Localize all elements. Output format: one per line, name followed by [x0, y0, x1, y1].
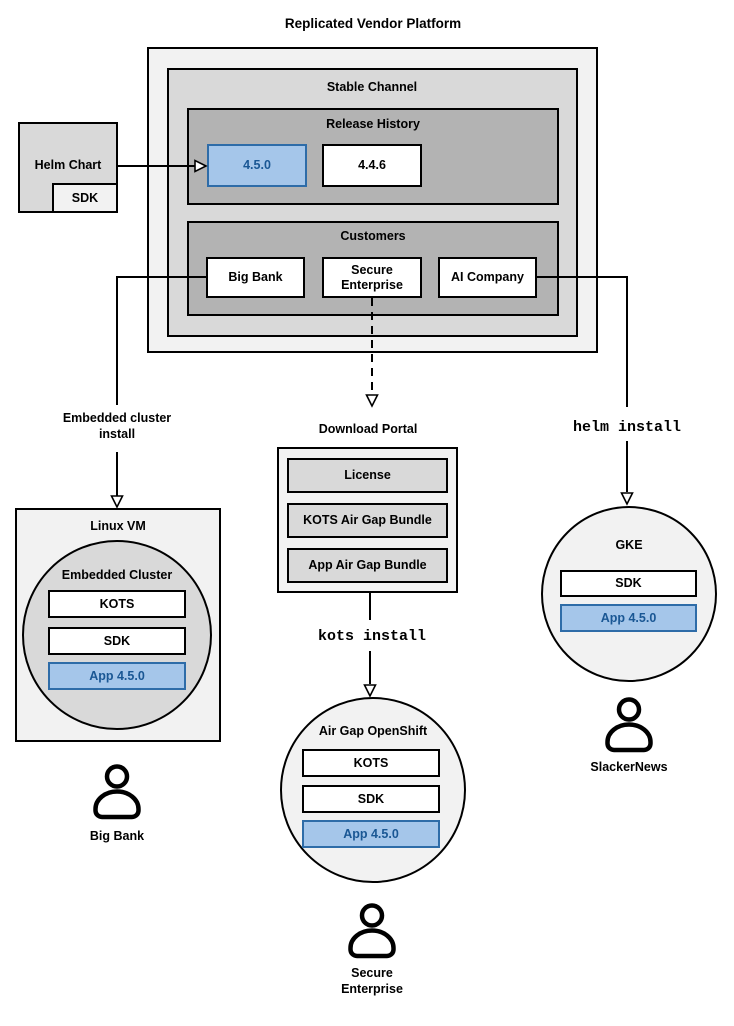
embedded-sdk-box: SDK: [48, 627, 186, 655]
customer-secure-enterprise-box: Secure Enterprise: [322, 257, 422, 298]
user-icon: [93, 764, 141, 820]
secure-enterprise-user-label: Secure Enterprise: [341, 966, 403, 996]
helm-chart-label: Helm Chart: [34, 158, 102, 172]
kots-install-label: kots install: [317, 628, 427, 645]
big-bank-user-label: Big Bank: [89, 829, 145, 843]
helm-chart-sdk-box: SDK: [52, 183, 118, 213]
user-icon: [605, 697, 653, 753]
airgap-app-box: App 4.5.0: [302, 820, 440, 848]
gke-app-box: App 4.5.0: [560, 604, 697, 632]
embedded-app-box: App 4.5.0: [48, 662, 186, 690]
gke-sdk-box: SDK: [560, 570, 697, 597]
airgap-kots-box: KOTS: [302, 749, 440, 777]
stable-channel-label: Stable Channel: [326, 80, 418, 94]
release-history-label: Release History: [326, 117, 420, 131]
diagram-title: Replicated Vendor Platform: [284, 16, 462, 31]
customer-big-bank-box: Big Bank: [206, 257, 305, 298]
embedded-cluster-install-label: Embedded cluster install: [62, 411, 172, 441]
gke-label: GKE: [615, 538, 643, 552]
embedded-kots-box: KOTS: [48, 590, 186, 618]
release-4-5-0-box: 4.5.0: [207, 144, 307, 187]
linux-vm-label: Linux VM: [90, 519, 146, 533]
slackernews-user-label: SlackerNews: [590, 760, 668, 774]
user-icon: [348, 903, 396, 959]
helm-install-label: helm install: [572, 419, 682, 436]
customer-ai-company-box: AI Company: [438, 257, 537, 298]
license-box: License: [287, 458, 448, 493]
airgap-sdk-box: SDK: [302, 785, 440, 813]
embedded-cluster-label: Embedded Cluster: [61, 568, 173, 582]
release-4-4-6-box: 4.4.6: [322, 144, 422, 187]
air-gap-openshift-label: Air Gap OpenShift: [318, 724, 428, 738]
download-portal-label: Download Portal: [318, 422, 418, 436]
kots-air-gap-bundle-box: KOTS Air Gap Bundle: [287, 503, 448, 538]
app-air-gap-bundle-box: App Air Gap Bundle: [287, 548, 448, 583]
customers-label: Customers: [340, 229, 406, 243]
